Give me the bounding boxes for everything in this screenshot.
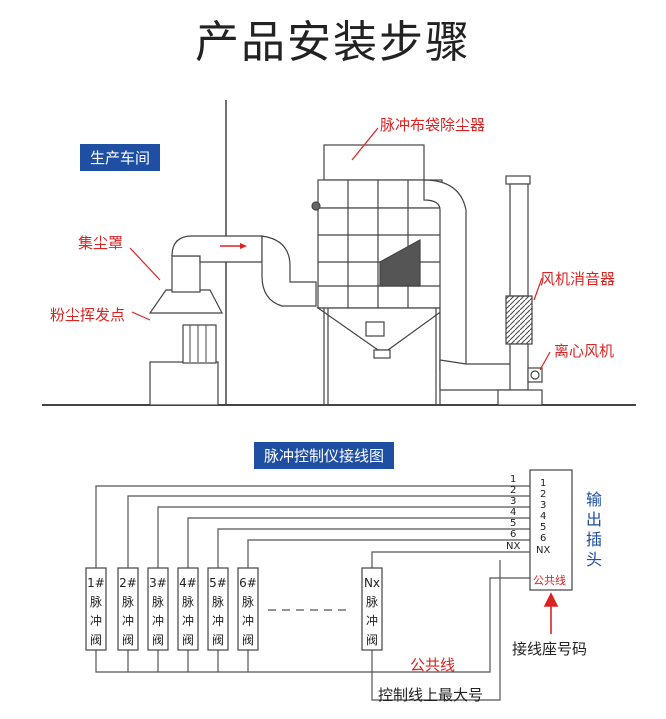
- valve-label-4: 4#脉冲阀: [179, 576, 197, 647]
- dust-source-tank: [149, 324, 219, 406]
- workshop-badge: 生产车间: [80, 144, 161, 171]
- chimney: [497, 175, 543, 406]
- silencer-arrow: [533, 277, 543, 301]
- wiring-badge: 脉冲控制仪接线图: [254, 442, 395, 469]
- terminal-nx: NX: [536, 545, 551, 556]
- valve-label-5: 5#脉冲阀: [209, 576, 227, 647]
- valve-box-1: [85, 567, 107, 651]
- max-number-note: 控制线上最大号: [378, 686, 484, 704]
- collector-arrow: [351, 127, 379, 161]
- silencer-label: 风机消音器: [540, 270, 616, 288]
- page-title: 产品安装步骤: [195, 17, 471, 68]
- terminal-4: 4: [540, 511, 547, 522]
- valve-boxes: [85, 567, 383, 651]
- terminal-1: 1: [540, 478, 547, 489]
- valve-box-6: [237, 567, 259, 651]
- hood-label: 集尘罩: [78, 234, 124, 252]
- source-arrow: [131, 311, 151, 321]
- wire-label-5: 5: [510, 518, 517, 529]
- wire-label-4: 4: [510, 507, 517, 518]
- common-wire-label: 公共线: [410, 656, 456, 674]
- dust-hood: [148, 289, 223, 314]
- terminal-6: 6: [540, 533, 547, 544]
- output-plug-box: [529, 469, 573, 591]
- socket-arrow: [543, 592, 559, 634]
- valve-label-3: 3#脉冲阀: [149, 576, 167, 647]
- common-terminal-label: 公共线: [533, 574, 566, 587]
- collector-label: 脉冲布袋除尘器: [380, 116, 486, 134]
- output-plug-label: 输出插头: [586, 490, 603, 569]
- valve-label-2: 2#脉冲阀: [119, 576, 137, 647]
- valve-label-6: 6#脉冲阀: [239, 576, 257, 647]
- wire-label-nx: NX: [506, 541, 521, 552]
- outlet-duct: [423, 179, 513, 391]
- valve-box-2: [117, 567, 139, 651]
- wire-label-2: 2: [510, 485, 517, 496]
- terminal-3: 3: [540, 500, 547, 511]
- terminal-5: 5: [540, 522, 547, 533]
- fan-arrow: [539, 351, 551, 371]
- wiring-lines: [95, 485, 530, 701]
- hood-arrow: [129, 247, 161, 281]
- fan-label: 离心风机: [554, 342, 615, 360]
- dust-source-label: 粉尘挥发点: [50, 306, 126, 324]
- wire-label-1: 1: [510, 474, 517, 485]
- wire-label-6: 6: [510, 529, 517, 540]
- socket-note: 接线座号码: [512, 640, 588, 658]
- wire-label-3: 3: [510, 496, 517, 507]
- valve-box-3: [147, 567, 169, 651]
- valve-box-5: [207, 567, 229, 651]
- duct: [171, 235, 317, 307]
- valve-box-4: [177, 567, 199, 651]
- terminal-2: 2: [540, 489, 547, 500]
- valve-label-1: 1#脉冲阀: [87, 576, 105, 647]
- valve-box-nx: [361, 567, 383, 651]
- centrifugal-fan: [527, 367, 543, 383]
